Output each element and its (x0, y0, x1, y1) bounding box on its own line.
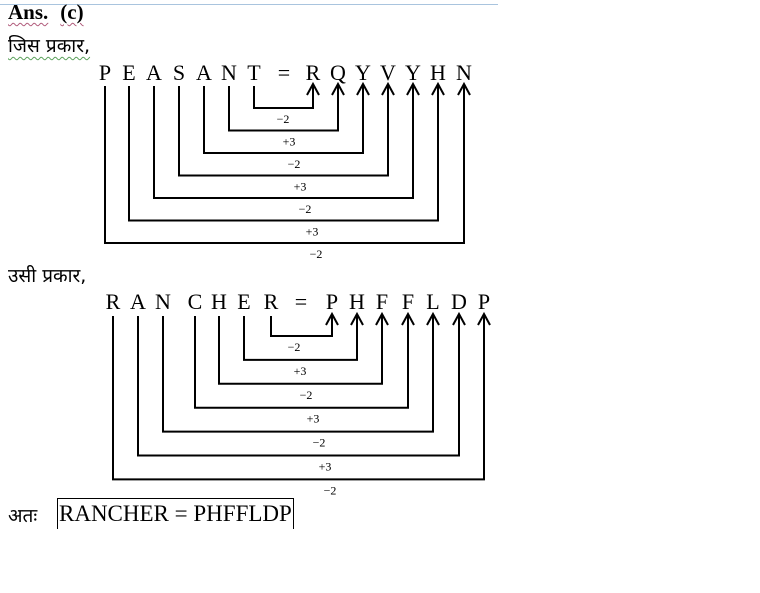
intro-second-text: उसी प्रकार, (8, 265, 87, 287)
connector-line (228, 86, 339, 132)
shift-label: −2 (313, 436, 326, 450)
connector-line (194, 316, 409, 409)
arrowhead-icon (401, 311, 415, 326)
shift-label: −2 (310, 247, 323, 261)
target-letter: D (451, 289, 467, 314)
target-letter: Y (405, 60, 421, 85)
connector-line (153, 86, 414, 199)
arrowhead-icon (477, 311, 491, 326)
source-letter: P (99, 60, 111, 85)
answer-label: Ans. (8, 0, 49, 24)
source-letter: C (188, 289, 203, 314)
arrowhead-icon (325, 311, 339, 326)
arrowhead-icon (431, 81, 445, 96)
connector-line (243, 316, 358, 361)
source-letter: A (130, 289, 146, 314)
shift-label: −2 (288, 340, 301, 354)
equals-sign: = (278, 60, 290, 85)
target-letter: N (456, 60, 472, 85)
connector-line (162, 316, 434, 433)
arrowhead-icon (375, 311, 389, 326)
shift-label: −2 (300, 388, 313, 402)
source-letter: H (211, 289, 227, 314)
arrowhead-icon (306, 81, 320, 96)
target-letter: H (430, 60, 446, 85)
arrowhead-icon (331, 81, 345, 96)
connector-line (253, 86, 314, 109)
source-letter: R (264, 289, 279, 314)
equals-sign: = (295, 289, 307, 314)
shift-label: +3 (283, 135, 296, 149)
conclusion-answer-box: RANCHER = PHFFLDP (57, 498, 294, 529)
answer-heading: Ans. (c) (8, 0, 84, 25)
target-letter: V (380, 60, 396, 85)
connector-line (203, 86, 364, 154)
connector-line (178, 86, 389, 177)
shift-label: +3 (306, 225, 319, 239)
arrowhead-icon (356, 81, 370, 96)
shift-label: +3 (294, 180, 307, 194)
arrowhead-icon (452, 311, 466, 326)
source-letter: N (155, 289, 171, 314)
target-letter: F (402, 289, 414, 314)
connector-line (112, 316, 485, 481)
source-letter: A (146, 60, 162, 85)
shift-label: −2 (288, 157, 301, 171)
target-letter: R (306, 60, 321, 85)
arrowhead-icon (406, 81, 420, 96)
shift-label: −2 (324, 483, 337, 497)
connector-line (270, 316, 333, 337)
connector-line (128, 86, 439, 222)
target-letter: H (349, 289, 365, 314)
shift-label: +3 (294, 364, 307, 378)
intro-first-text: जिस प्रकार, (8, 35, 91, 57)
target-letter: Q (330, 60, 346, 85)
arrowhead-icon (350, 311, 364, 326)
source-letter: T (247, 60, 261, 85)
source-letter: R (106, 289, 121, 314)
arrowhead-icon (381, 81, 395, 96)
connector-line (104, 86, 465, 244)
target-letter: P (326, 289, 338, 314)
arrowhead-icon (457, 81, 471, 96)
shift-label: −2 (299, 202, 312, 216)
target-letter: P (478, 289, 490, 314)
answer-option: (c) (60, 0, 84, 24)
connector-line (137, 316, 460, 457)
shift-label: +3 (319, 460, 332, 474)
source-letter: A (196, 60, 212, 85)
target-letter: L (426, 289, 439, 314)
top-rule (0, 4, 498, 5)
arrowhead-icon (426, 311, 440, 326)
connector-line (218, 316, 383, 385)
shift-label: −2 (277, 112, 290, 126)
shift-label: +3 (307, 412, 320, 426)
source-letter: E (237, 289, 250, 314)
conclusion-label: अतः (8, 505, 38, 527)
source-letter: E (122, 60, 135, 85)
source-letter: N (221, 60, 237, 85)
source-letter: S (173, 60, 185, 85)
target-letter: Y (355, 60, 371, 85)
target-letter: F (376, 289, 388, 314)
